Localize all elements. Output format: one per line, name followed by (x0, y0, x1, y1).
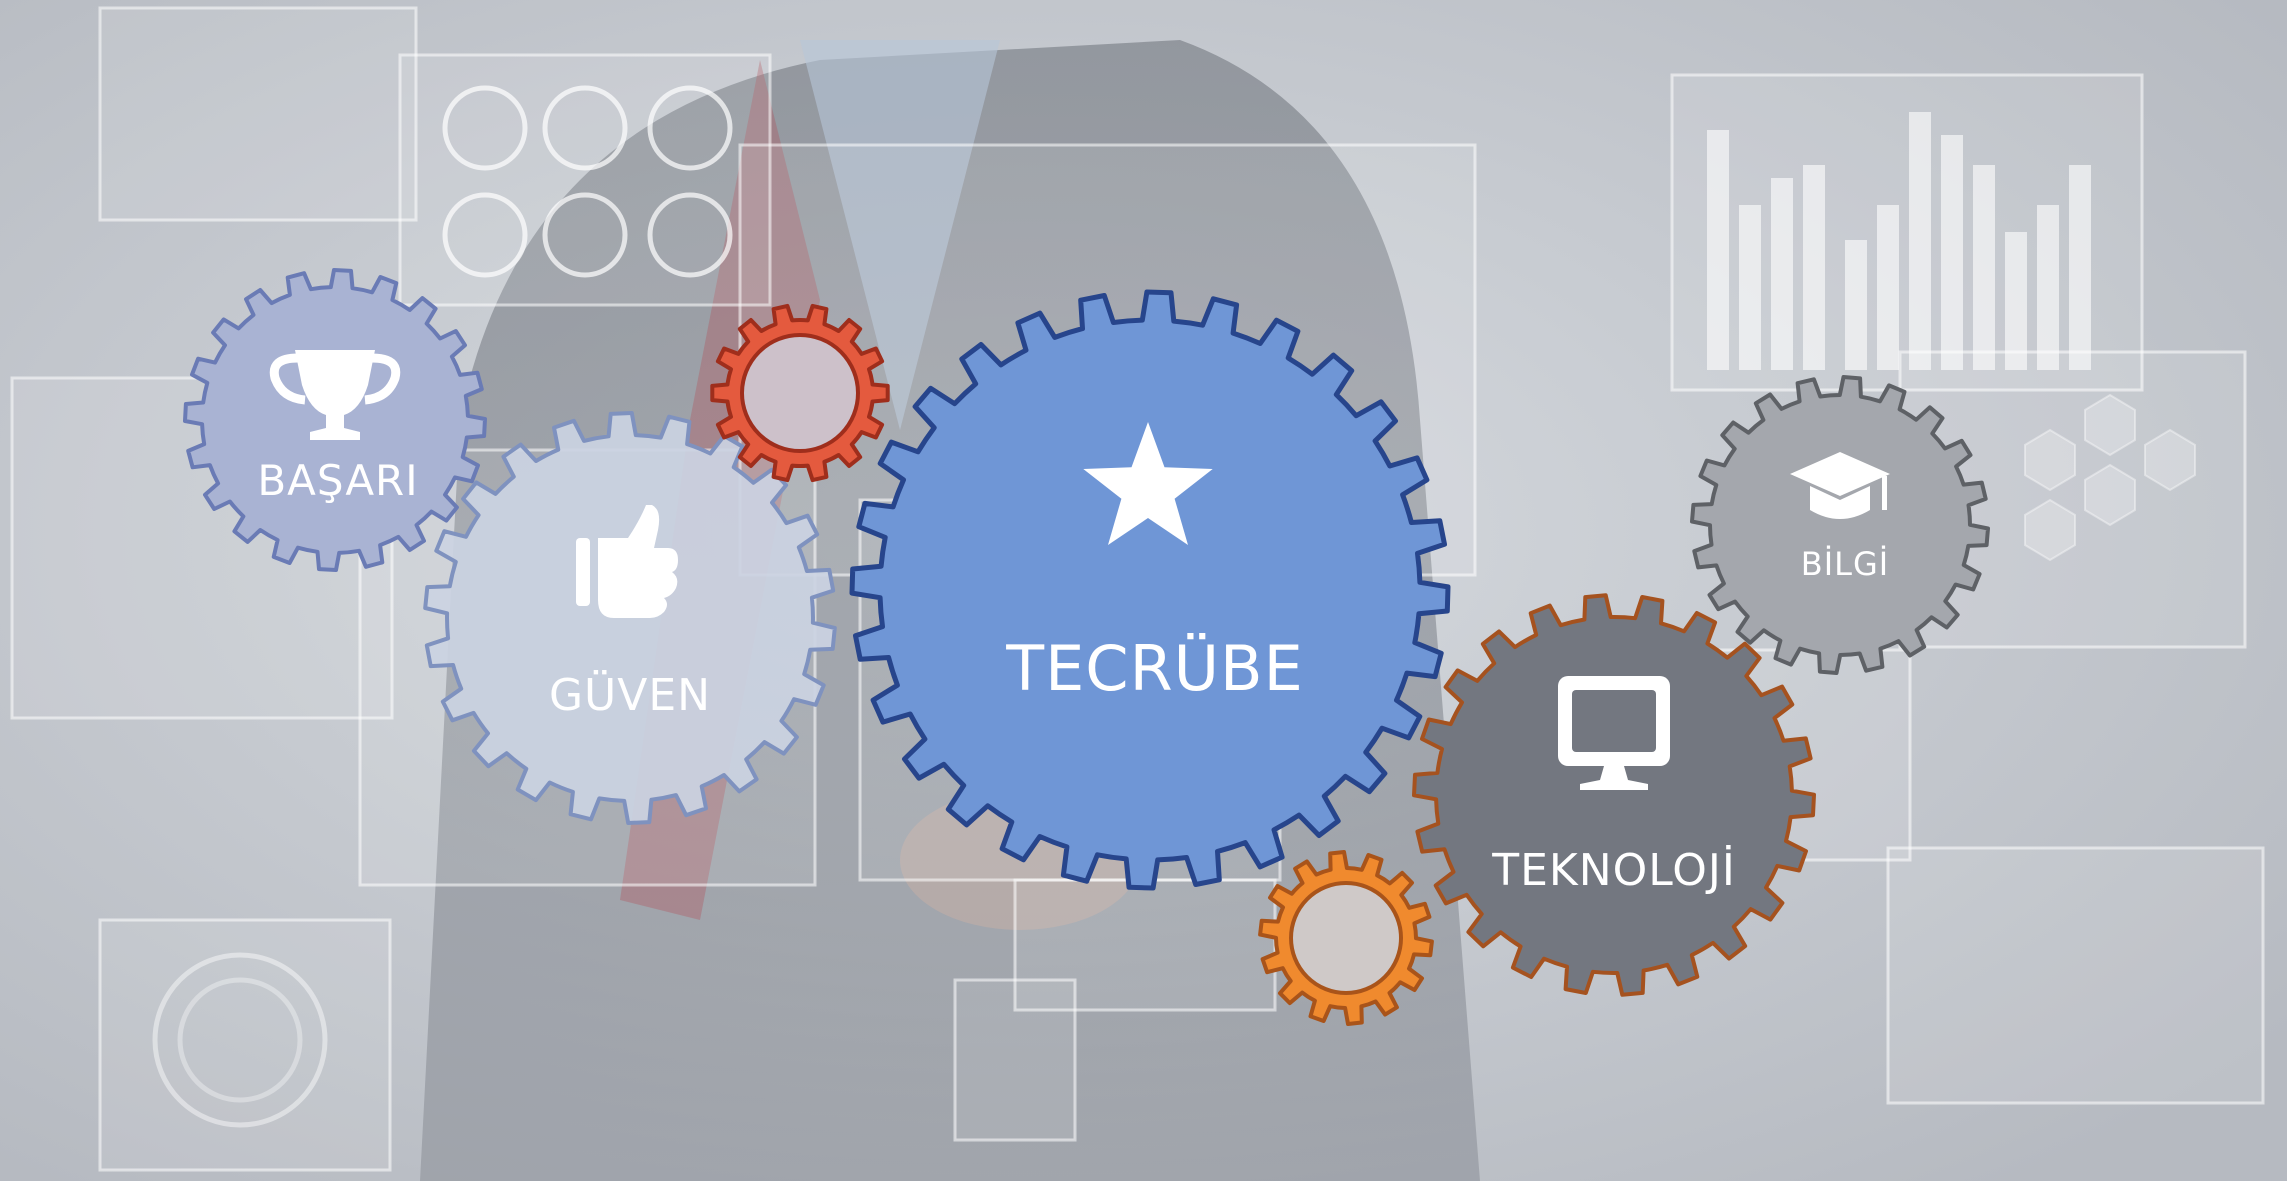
graduation-cap-icon (1790, 452, 1890, 519)
monitor-icon (1558, 676, 1670, 790)
gear-teknoloji: TEKNOLOJİ (1412, 593, 1816, 997)
star-icon (1083, 422, 1213, 545)
thumbs-up-icon (576, 505, 678, 618)
hologram-bar-chart (1707, 112, 2091, 370)
gear-small-orange (1258, 850, 1434, 1026)
trophy-icon (269, 350, 401, 440)
hologram-hexagons (2024, 393, 2196, 562)
gear-small-red (710, 303, 890, 483)
guven-label: GÜVEN (549, 669, 711, 721)
tecrube-label: TECRÜBE (1005, 632, 1304, 705)
gear-guven: GÜVEN (423, 411, 837, 825)
gear-body (1690, 375, 1990, 675)
gear-body (1412, 593, 1816, 997)
gear-body (849, 289, 1451, 891)
teknoloji-label: TEKNOLOJİ (1491, 844, 1736, 896)
gear-bilgi: BİLGİ (1690, 375, 1990, 675)
bilgi-label: BİLGİ (1801, 545, 1889, 583)
gear-hole (740, 333, 860, 453)
gear-tecrube: TECRÜBE (849, 289, 1451, 891)
gear-basari: BAŞARI (183, 268, 487, 572)
gear-hole (1289, 881, 1403, 995)
hologram-circles (152, 85, 733, 1128)
basari-label: BAŞARI (257, 456, 418, 505)
